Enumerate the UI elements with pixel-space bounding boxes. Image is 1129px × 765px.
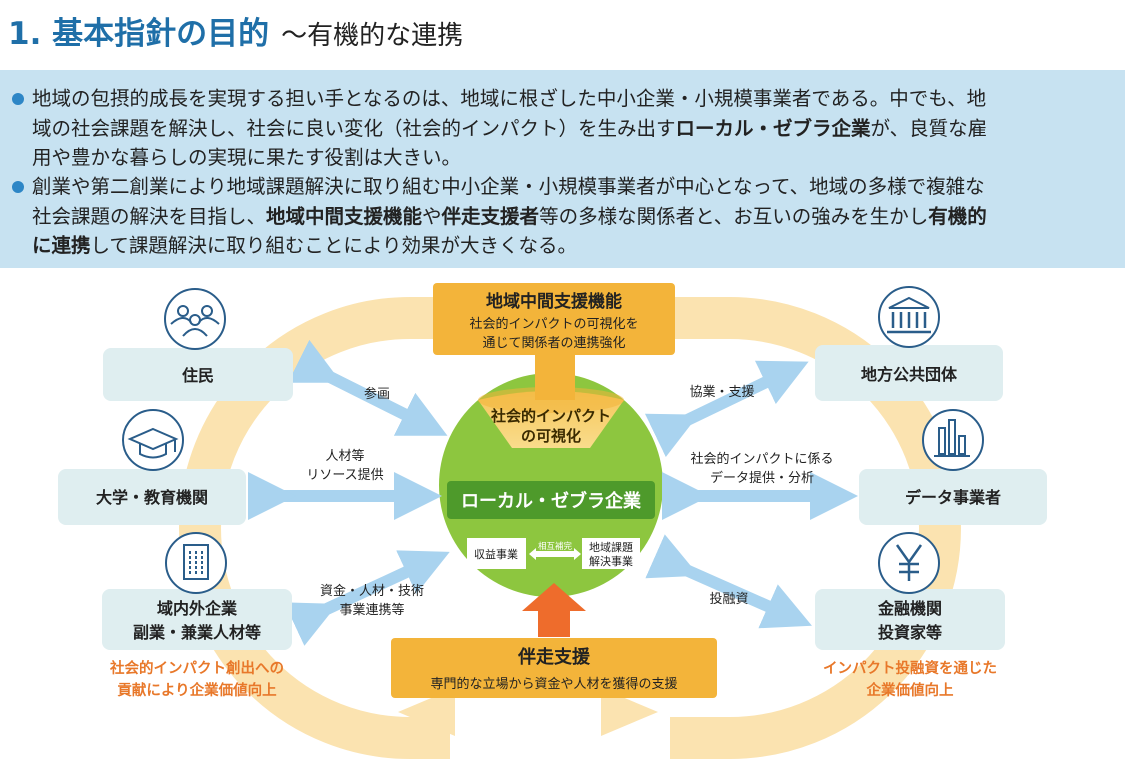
actor-companies: 域内外企業 副業・兼業人材等: [102, 589, 292, 650]
note-left-2: 貢献により企業価値向上: [117, 681, 277, 699]
arrow-local-gov: [644, 360, 809, 458]
companion-support-title: 伴走支援: [517, 646, 591, 668]
actor-local-gov: 地方公共団体: [815, 345, 1003, 401]
actor-companies-label-2: 副業・兼業人材等: [133, 623, 261, 642]
arrow-residents: [287, 339, 448, 436]
local-zebra-label: ローカル・ゼブラ企業: [461, 490, 642, 512]
intro-bullet-1-line-2: 域の社会課題を解決し、社会に良い変化（社会的インパクト）を生み出すローカル・ゼブ…: [12, 114, 1107, 144]
bullet-dot-icon: [12, 93, 24, 105]
ring-arrowhead-left: [398, 688, 455, 736]
intro-bullet-2-line-3: に連携して課題解決に取り組むことにより効果が大きくなる。: [12, 231, 1107, 261]
social-business-label-1: 地域課題: [589, 540, 633, 554]
label-jinzai-2: リソース提供: [306, 467, 383, 483]
label-toyushi: 投融資: [709, 591, 748, 607]
emphasis-intermediary: 地域中間支援機能: [266, 204, 423, 228]
intro-bullet-1-line-1: 地域の包摂的成長を実現する担い手となるのは、地域に根ざした中小企業・小規模事業者…: [32, 87, 987, 110]
note-right-2: 企業価値向上: [866, 681, 954, 699]
text-segment: 等の多様な関係者と、お互いの強みを生かし: [539, 204, 929, 228]
label-data-2: データ提供・分析: [710, 470, 814, 486]
label-shikin-2: 事業連携等: [339, 602, 404, 618]
relation-arrows: [248, 339, 858, 646]
companion-support-line: 専門的な立場から資金や人材を獲得の支援: [430, 676, 677, 692]
page-title: 1. 基本指針の目的 ～有機的な連携: [8, 8, 463, 52]
people-icon: [164, 288, 226, 350]
mutual-arrow-icon: [529, 548, 581, 560]
text-segment: して課題解決に取り組むことにより効果が大きくなる。: [90, 234, 578, 257]
funnel-label-1: 社会的インパクト: [490, 407, 611, 425]
actor-university-label: 大学・教育機関: [96, 488, 208, 507]
graduation-cap-icon: [122, 409, 184, 471]
label-kyogyo: 協業・支援: [689, 384, 754, 400]
local-zebra-circle: 社会的インパクト の可視化 ローカル・ゼブラ企業 収益事業 地域課題 解決事業 …: [439, 373, 663, 597]
note-right-1: インパクト投融資を通じた: [823, 659, 997, 677]
intermediary-title: 地域中間支援機能: [486, 291, 622, 312]
local-zebra-banner: [447, 481, 655, 519]
actor-data-biz-label: データ事業者: [905, 488, 1001, 507]
intermediary-function-box: 地域中間支援機能 社会的インパクトの可視化を 通じて関係者の連携強化: [433, 283, 675, 400]
label-shikin-1: 資金・人材・技術: [320, 583, 424, 599]
intermediary-line-2: 通じて関係者の連携強化: [482, 335, 625, 351]
text-segment: 域の社会課題を解決し、社会に良い変化（社会的インパクト）を生み出す: [32, 116, 676, 140]
intro-panel: [0, 70, 1125, 268]
label-data-1: 社会的インパクトに係る: [690, 451, 833, 467]
actor-finance-label-2: 投資家等: [878, 623, 942, 642]
actor-finance: 金融機関 投資家等: [815, 589, 1005, 650]
arrow-labels: 参画 人材等 リソース提供 資金・人材・技術 事業連携等 協業・支援 社会的イン…: [306, 384, 833, 618]
actor-residents: 住民: [103, 348, 293, 401]
mutual-label: 相互補完: [538, 541, 573, 552]
ring-arrowhead-right: [601, 688, 658, 736]
social-business-box: [582, 538, 640, 569]
emphasis-supporter: 伴走支援者: [441, 204, 540, 228]
actor-local-gov-label: 地方公共団体: [861, 365, 958, 384]
companion-support-box: 伴走支援 専門的な立場から資金や人材を獲得の支援: [391, 583, 717, 698]
page-title-main: 1. 基本指針の目的: [8, 16, 270, 52]
intro-bullet-1-line-3: 用や豊かな暮らしの実現に果たす役割は大きい。: [32, 146, 462, 169]
arrow-companies: [284, 550, 450, 646]
text-segment: や: [422, 204, 442, 228]
text-segment: 社会課題の解決を目指し、: [32, 204, 267, 228]
arrow-finance: [645, 534, 812, 629]
intermediary-line-1: 社会的インパクトの可視化を: [469, 316, 638, 332]
intro-bullet-2-line-2: 社会課題の解決を目指し、地域中間支援機能や伴走支援者等の多様な関係者と、お互いの…: [12, 202, 1107, 232]
intro-bullet-2: 創業や第二創業により地域課題解決に取り組む中小企業・小規模事業者が中心となって、…: [12, 172, 1107, 261]
building-icon: [165, 532, 227, 594]
social-business-label-2: 解決事業: [589, 554, 633, 568]
bullet-dot-icon: [12, 181, 24, 193]
label-jinzai-1: 人材等: [325, 448, 364, 464]
intro-bullet-1: 地域の包摂的成長を実現する担い手となるのは、地域に根ざした中小企業・小規模事業者…: [12, 84, 1107, 173]
revenue-business-label: 収益事業: [474, 547, 518, 561]
label-sankaku: 参画: [364, 386, 390, 402]
bar-chart-icon: [922, 409, 984, 471]
government-building-icon: [878, 286, 940, 348]
yen-icon: [878, 532, 940, 594]
intro-bullet-2-line-1: 創業や第二創業により地域課題解決に取り組む中小企業・小規模事業者が中心となって、…: [32, 175, 985, 198]
actor-finance-label-1: 金融機関: [877, 599, 942, 618]
emphasis-collaboration: に連携: [32, 234, 91, 257]
page-title-sub: ～有機的な連携: [281, 21, 464, 51]
actor-university: 大学・教育機関: [58, 469, 246, 525]
emphasis-organic: 有機的: [928, 204, 987, 228]
actor-companies-label-1: 域内外企業: [157, 599, 238, 618]
actor-residents-label: 住民: [182, 366, 214, 385]
funnel-label-2: の可視化: [521, 427, 581, 445]
note-left-1: 社会的インパクト創出への: [109, 659, 284, 677]
value-notes: 社会的インパクト創出への 貢献により企業価値向上 インパクト投融資を通じた 企業…: [109, 659, 997, 699]
revenue-business-box: [467, 538, 526, 569]
support-up-arrow: [522, 583, 586, 637]
emphasis-local-zebra: ローカル・ゼブラ企業: [675, 116, 871, 140]
actor-data-biz: データ事業者: [859, 469, 1047, 525]
text-segment: が、良質な雇: [870, 116, 988, 140]
